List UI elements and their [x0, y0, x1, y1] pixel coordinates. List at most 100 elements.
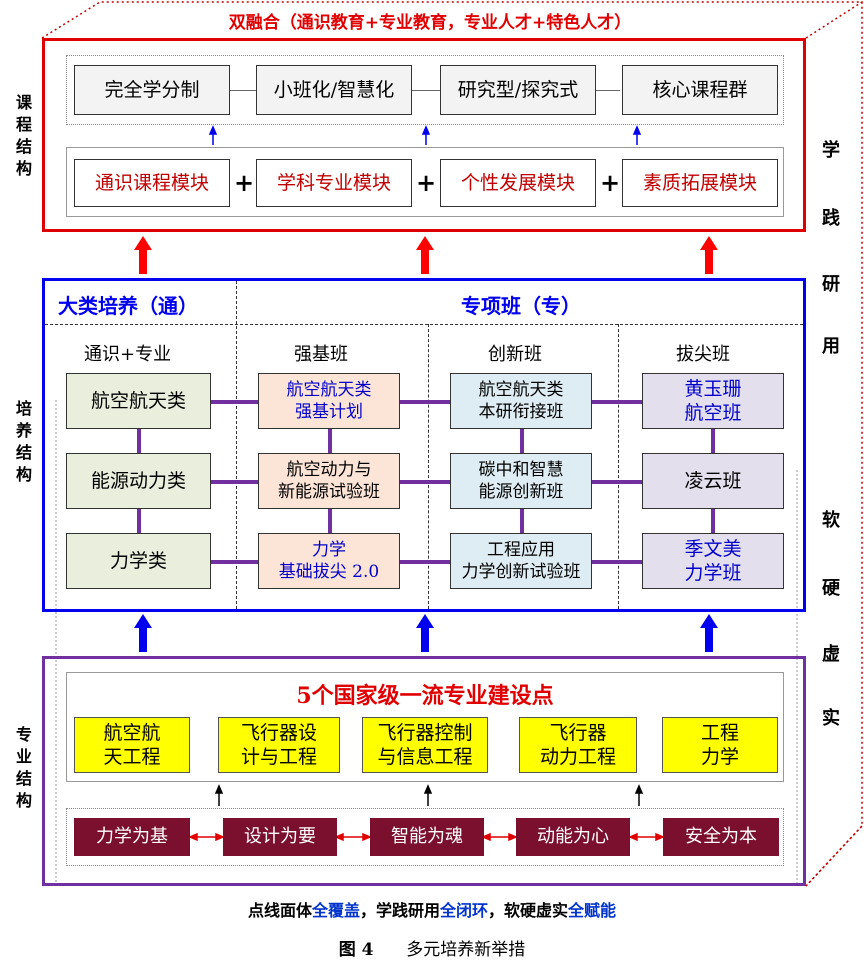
pillars-panel — [66, 808, 784, 866]
qiangji-aerospace: 航空航天类 强基计划 — [258, 373, 400, 429]
major-3-line2: 与信息工程 — [377, 746, 473, 768]
row-connector-3 — [210, 560, 660, 564]
right-char-3: 研 — [822, 274, 840, 295]
divider-1 — [236, 281, 237, 609]
label-course-structure: 课程结构 — [15, 93, 32, 178]
training-right-title: 专项班（专） — [461, 294, 581, 318]
divider-2 — [428, 324, 429, 609]
caption-text: 多元培养新举措 — [406, 940, 526, 960]
summary-part-2: ，学践研用 — [359, 901, 440, 920]
right-char-8: 实 — [822, 708, 840, 729]
major-title: 5个国家级一流专业建设点 — [296, 683, 554, 709]
top-lingyun: 凌云班 — [642, 453, 784, 509]
pillar-safety: 安全为本 — [663, 818, 779, 856]
major-5-line1: 工程 — [700, 722, 739, 744]
general-aerospace: 航空航天类 — [66, 373, 211, 429]
pillar-intelligence: 智能为魂 — [370, 818, 484, 856]
general-energy: 能源动力类 — [66, 453, 211, 509]
feature-core-courses: 核心课程群 — [622, 65, 778, 115]
col-header-top: 拔尖班 — [676, 344, 730, 365]
feature-research: 研究型/探究式 — [440, 65, 596, 115]
major-inner-panel — [66, 672, 784, 782]
major-1-line2: 天工程 — [103, 746, 161, 768]
innovation-energy: 碳中和智慧 能源创新班 — [450, 453, 592, 509]
major-section — [42, 656, 806, 886]
course-modules-panel — [66, 147, 784, 217]
col-header-general: 通识+专业 — [84, 344, 172, 365]
summary-highlight-2: 全闭环 — [440, 901, 489, 920]
major-3-line1: 飞行器控制 — [377, 722, 473, 744]
major-aircraft-design: 飞行器设 计与工程 — [218, 717, 340, 773]
module-general: 通识课程模块 — [74, 159, 230, 207]
major-eng-mechanics: 工程 力学 — [662, 717, 778, 773]
features-connector — [230, 90, 620, 91]
col-header-innovation: 创新班 — [488, 344, 542, 365]
major-4-line2: 动力工程 — [539, 746, 616, 768]
feature-full-credit: 完全学分制 — [74, 65, 230, 115]
row-connector-1 — [210, 400, 660, 404]
top-lingyun-line1: 凌云班 — [684, 470, 742, 492]
right-char-5: 软 — [822, 510, 840, 531]
caption-label: 图 4 — [338, 940, 374, 960]
innovation-mechanics-line2: 力学创新试验班 — [461, 562, 581, 582]
module-discipline: 学科专业模块 — [256, 159, 412, 207]
course-section — [42, 38, 806, 232]
summary-part-1: 点线面体 — [247, 901, 312, 920]
qiangji-aerospace-line1: 航空航天类 — [286, 380, 372, 400]
qiangji-mechanics-line1: 力学 — [312, 540, 346, 560]
pillar-mechanics: 力学为基 — [74, 818, 190, 856]
top-banner: 双融合（通识教育+专业教育，专业人才+特色人才） — [228, 13, 632, 33]
right-char-1: 学 — [822, 140, 840, 161]
training-title-divider — [45, 324, 803, 325]
major-2-line1: 飞行器设 — [240, 722, 317, 744]
label-major-structure: 专业结构 — [15, 725, 32, 810]
figure-caption: 图 4 多元培养新举措 — [0, 935, 864, 960]
right-char-4: 用 — [822, 336, 840, 357]
module-quality: 素质拓展模块 — [622, 159, 778, 207]
major-aircraft-power: 飞行器 动力工程 — [519, 717, 637, 773]
major-4-line1: 飞行器 — [549, 722, 607, 744]
summary-highlight-3: 全赋能 — [568, 901, 617, 920]
pillar-design: 设计为要 — [223, 818, 337, 856]
row-connector-2 — [210, 480, 660, 484]
divider-3 — [618, 324, 619, 609]
right-char-7: 虚 — [822, 644, 840, 665]
module-personal: 个性发展模块 — [440, 159, 596, 207]
innovation-aerospace: 航空航天类 本研衔接班 — [450, 373, 592, 429]
innovation-aerospace-line1: 航空航天类 — [478, 380, 564, 400]
qiangji-aerospace-line2: 强基计划 — [295, 402, 363, 422]
col-header-qiangji: 强基班 — [294, 344, 348, 365]
innovation-aerospace-line2: 本研衔接班 — [478, 402, 564, 422]
innovation-energy-line1: 碳中和智慧 — [478, 460, 564, 480]
training-section — [42, 278, 806, 612]
top-huang-line2: 航空班 — [684, 402, 742, 424]
qiangji-mechanics: 力学 基础拔尖 2.0 — [258, 533, 400, 589]
right-char-2: 践 — [822, 208, 840, 229]
innovation-mechanics: 工程应用 力学创新试验班 — [450, 533, 592, 589]
plus-sign-1: + — [234, 168, 255, 197]
top-huang-yushan: 黄玉珊 航空班 — [642, 373, 784, 429]
plus-sign-2: + — [416, 168, 437, 197]
qiangji-power-line1: 航空动力与 — [286, 460, 372, 480]
major-aerospace-eng: 航空航 天工程 — [74, 717, 190, 773]
training-left-title: 大类培养（通） — [58, 294, 198, 318]
qiangji-power: 航空动力与 新能源试验班 — [258, 453, 400, 509]
course-features-panel — [66, 55, 784, 125]
major-aircraft-control: 飞行器控制 与信息工程 — [362, 717, 488, 773]
summary-part-3: ，软硬虚实 — [488, 901, 569, 920]
qiangji-power-line2: 新能源试验班 — [278, 482, 380, 502]
innovation-energy-line2: 能源创新班 — [478, 482, 564, 502]
label-training-structure: 培养结构 — [15, 399, 32, 484]
top-ji-line2: 力学班 — [684, 562, 742, 584]
top-huang-line1: 黄玉珊 — [684, 378, 742, 400]
top-ji-line1: 季文美 — [684, 538, 742, 560]
innovation-mechanics-line1: 工程应用 — [487, 540, 555, 560]
right-char-6: 硬 — [822, 578, 840, 599]
qiangji-mechanics-line2: 基础拔尖 2.0 — [278, 562, 380, 582]
top-ji-wenmei: 季文美 力学班 — [642, 533, 784, 589]
feature-small-class: 小班化/智慧化 — [256, 65, 412, 115]
major-5-line2: 力学 — [700, 746, 739, 768]
general-mechanics: 力学类 — [66, 533, 211, 589]
major-1-line1: 航空航 — [103, 722, 161, 744]
